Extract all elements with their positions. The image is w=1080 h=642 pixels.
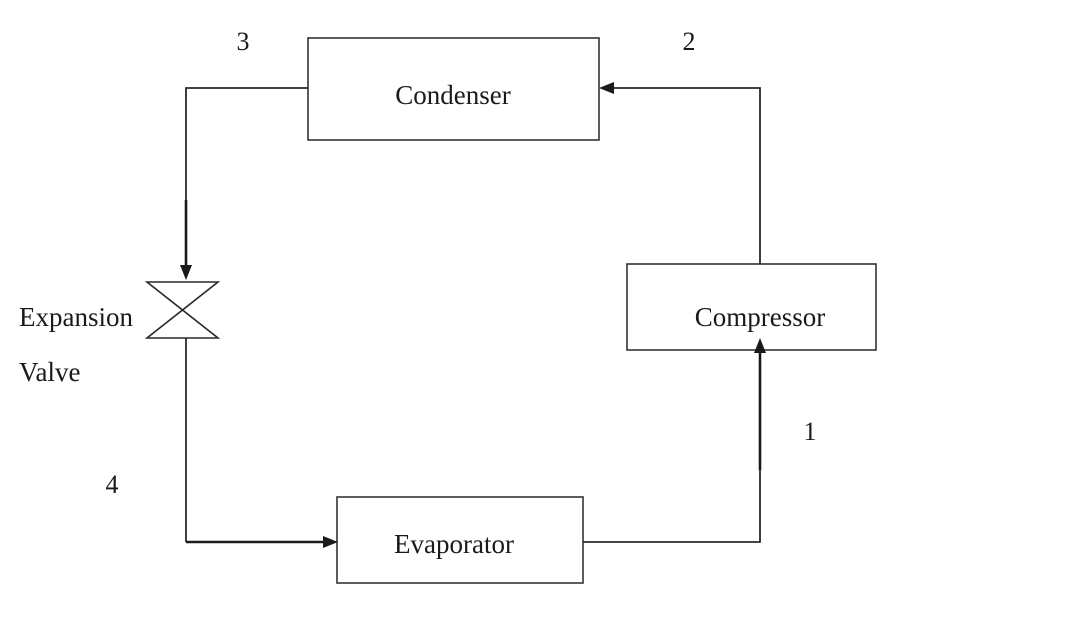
arrow-into-condenser-icon xyxy=(599,82,614,94)
condenser-label: Condenser xyxy=(395,80,510,110)
pipe-compressor-to-condenser xyxy=(612,87,761,264)
evaporator-box xyxy=(336,496,584,584)
expansion-valve-icon xyxy=(144,281,221,339)
pipe-evaporator-out xyxy=(583,470,761,543)
arrow-into-compressor-icon xyxy=(754,338,766,353)
state-point-4: 4 xyxy=(106,470,119,499)
pipe-condenser-to-valve-top xyxy=(185,87,308,200)
state-point-3: 3 xyxy=(237,27,250,56)
state-point-1: 1 xyxy=(804,417,817,446)
condenser-box xyxy=(307,37,600,141)
evaporator-label: Evaporator xyxy=(394,529,514,559)
compressor-label: Compressor xyxy=(695,302,826,332)
arrow-into-valve-icon xyxy=(180,265,192,280)
compressor-box xyxy=(626,263,877,351)
state-point-2: 2 xyxy=(683,27,696,56)
arrow-into-evaporator-icon xyxy=(323,536,338,548)
expansion-valve-label-line1: Expansion xyxy=(19,302,133,332)
expansion-valve-label-line2: Valve xyxy=(19,357,80,387)
